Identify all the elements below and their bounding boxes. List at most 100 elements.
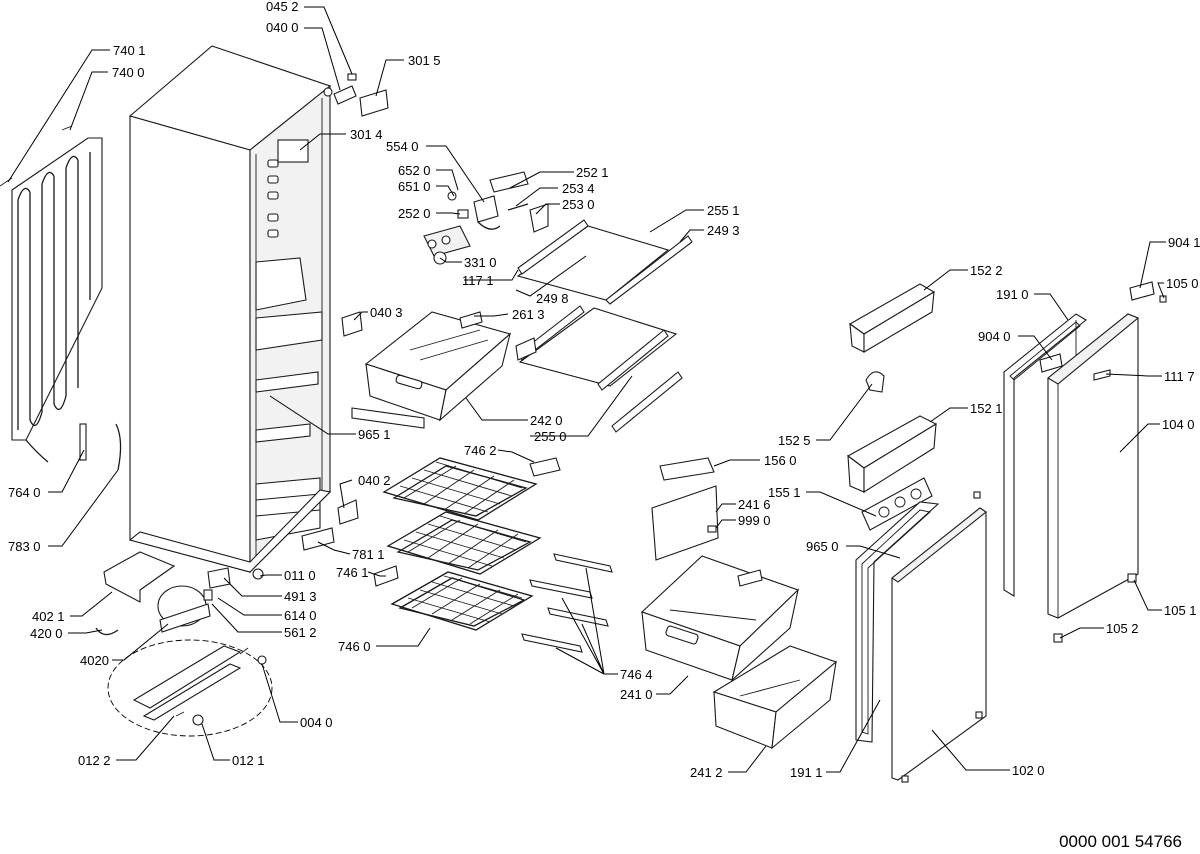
callout-4020: 4020 — [80, 653, 109, 668]
bottom-hinge — [301, 527, 335, 551]
callout-420-0: 420 0 — [30, 626, 63, 641]
callout-117-1: 117 1 — [462, 273, 494, 288]
bottle-rack — [861, 477, 933, 531]
condenser-backplate — [11, 137, 103, 441]
glass-shelves — [516, 219, 693, 433]
callout-746-1: 746 1 — [336, 565, 369, 580]
callout-904-1: 904 1 — [1168, 235, 1200, 250]
callout-561-2: 561 2 — [284, 625, 317, 640]
cabinet-assembly — [128, 45, 333, 580]
hinge-cover-top — [1129, 281, 1155, 301]
freezer-baskets — [373, 457, 613, 653]
freezer-door-pin — [975, 711, 983, 719]
crisper-handle — [395, 374, 423, 390]
fridge-door — [1047, 313, 1139, 619]
freezer-door-assembly — [855, 491, 987, 783]
callout-191-1: 191 1 — [790, 765, 823, 780]
callout-255-1: 255 1 — [707, 203, 740, 218]
callout-241-0: 241 0 — [620, 687, 653, 702]
callout-740-1: 740 1 — [113, 43, 146, 58]
freezer-drawers — [640, 457, 838, 750]
callout-249-8: 249 8 — [536, 291, 569, 306]
callout-746-4: 746 4 — [620, 667, 653, 682]
freezer-drawer-lower — [712, 645, 838, 750]
callout-191-0: 191 0 — [996, 287, 1029, 302]
callout-241-6: 241 6 — [738, 497, 771, 512]
callout-105-2: 105 2 — [1106, 621, 1139, 636]
mounting-kit-outline — [107, 639, 273, 737]
callout-781-1: 781 1 — [352, 547, 385, 562]
crisper-cover-rail — [351, 407, 425, 429]
balcony-mid-side — [863, 422, 937, 493]
fridge-door-edge — [1047, 313, 1140, 385]
top-hinge — [333, 85, 357, 105]
freezer-rail-middle — [255, 423, 311, 443]
callout-004-0: 004 0 — [300, 715, 333, 730]
capillary-tube — [115, 423, 122, 471]
callout-045-2: 045 2 — [266, 0, 299, 14]
callout-152-2: 152 2 — [970, 263, 1003, 278]
wire-basket-bottom — [390, 571, 534, 631]
freezer-door-edge — [891, 507, 987, 583]
callout-241-2: 241 2 — [690, 765, 723, 780]
control-box-housing — [277, 139, 309, 163]
bottom-hinge-bracket — [337, 499, 359, 525]
callout-252-0: 252 0 — [398, 206, 431, 221]
flap-pin — [707, 525, 717, 533]
fridge-door-gasket — [1003, 313, 1087, 597]
rubber-foot — [192, 714, 204, 726]
callout-253-0: 253 0 — [562, 197, 595, 212]
compressor-group — [95, 551, 273, 737]
callout-252-1: 252 1 — [576, 165, 609, 180]
callout-331-0: 331 0 — [464, 255, 497, 270]
hinge-pin — [347, 73, 357, 81]
crisper-side — [439, 332, 511, 422]
callout-554-0: 554 0 — [386, 139, 419, 154]
air-duct — [529, 203, 549, 233]
callout-040-3: 040 3 — [370, 305, 403, 320]
freezer-flap — [651, 485, 719, 561]
callout-783-0: 783 0 — [8, 539, 41, 554]
callout-040-0: 040 0 — [266, 20, 299, 35]
callout-012-1: 012 1 — [232, 753, 265, 768]
fridge-shelf-support — [255, 257, 307, 311]
door-balconies — [846, 283, 938, 531]
callout-155-1: 155 1 — [768, 485, 801, 500]
compressor-cable — [95, 627, 119, 636]
door-bush — [1053, 633, 1063, 643]
callout-764-0: 764 0 — [8, 485, 41, 500]
callout-104-0: 104 0 — [1162, 417, 1195, 432]
callout-652-0: 652 0 — [398, 163, 431, 178]
grommet — [257, 655, 267, 665]
shelf-trim-front — [605, 235, 693, 305]
callout-261-3: 261 3 — [512, 307, 545, 322]
callout-999-0: 999 0 — [738, 513, 771, 528]
freezer-drawer-upper — [640, 555, 800, 682]
callout-152-1: 152 1 — [970, 401, 1003, 416]
cabinet-bottom-edge — [128, 489, 332, 573]
shelf-trim-front-lower — [611, 371, 683, 433]
crisper-drawer — [351, 311, 537, 429]
callout-labels: 045 2 040 0 301 5 740 1 740 0 301 4 554 … — [8, 0, 1200, 780]
ice-tray — [659, 457, 715, 481]
lamp-cover — [489, 171, 529, 193]
freezer-rail-upper — [255, 371, 319, 393]
callout-152-5: 152 5 — [778, 433, 811, 448]
condenser-coil — [17, 152, 91, 430]
door-bush-bottom — [1127, 573, 1137, 583]
callout-746-0: 746 0 — [338, 639, 371, 654]
relay-box — [207, 567, 231, 589]
drier-filter — [79, 423, 87, 461]
callout-402-1: 402 1 — [32, 609, 65, 624]
heater-element — [507, 203, 529, 211]
compressor-rail-lower — [142, 663, 242, 721]
callout-904-0: 904 0 — [978, 329, 1011, 344]
freezer-compartment-floor — [255, 477, 321, 541]
drawing-number: 0000 001 54766 — [1059, 832, 1182, 851]
condenser-assembly — [0, 125, 122, 471]
callout-012-2: 012 2 — [78, 753, 111, 768]
wire-basket-middle — [386, 511, 542, 575]
shelf-trim-mid — [597, 329, 669, 391]
shelf-trim-back — [517, 219, 589, 275]
callout-301-5: 301 5 — [408, 53, 441, 68]
